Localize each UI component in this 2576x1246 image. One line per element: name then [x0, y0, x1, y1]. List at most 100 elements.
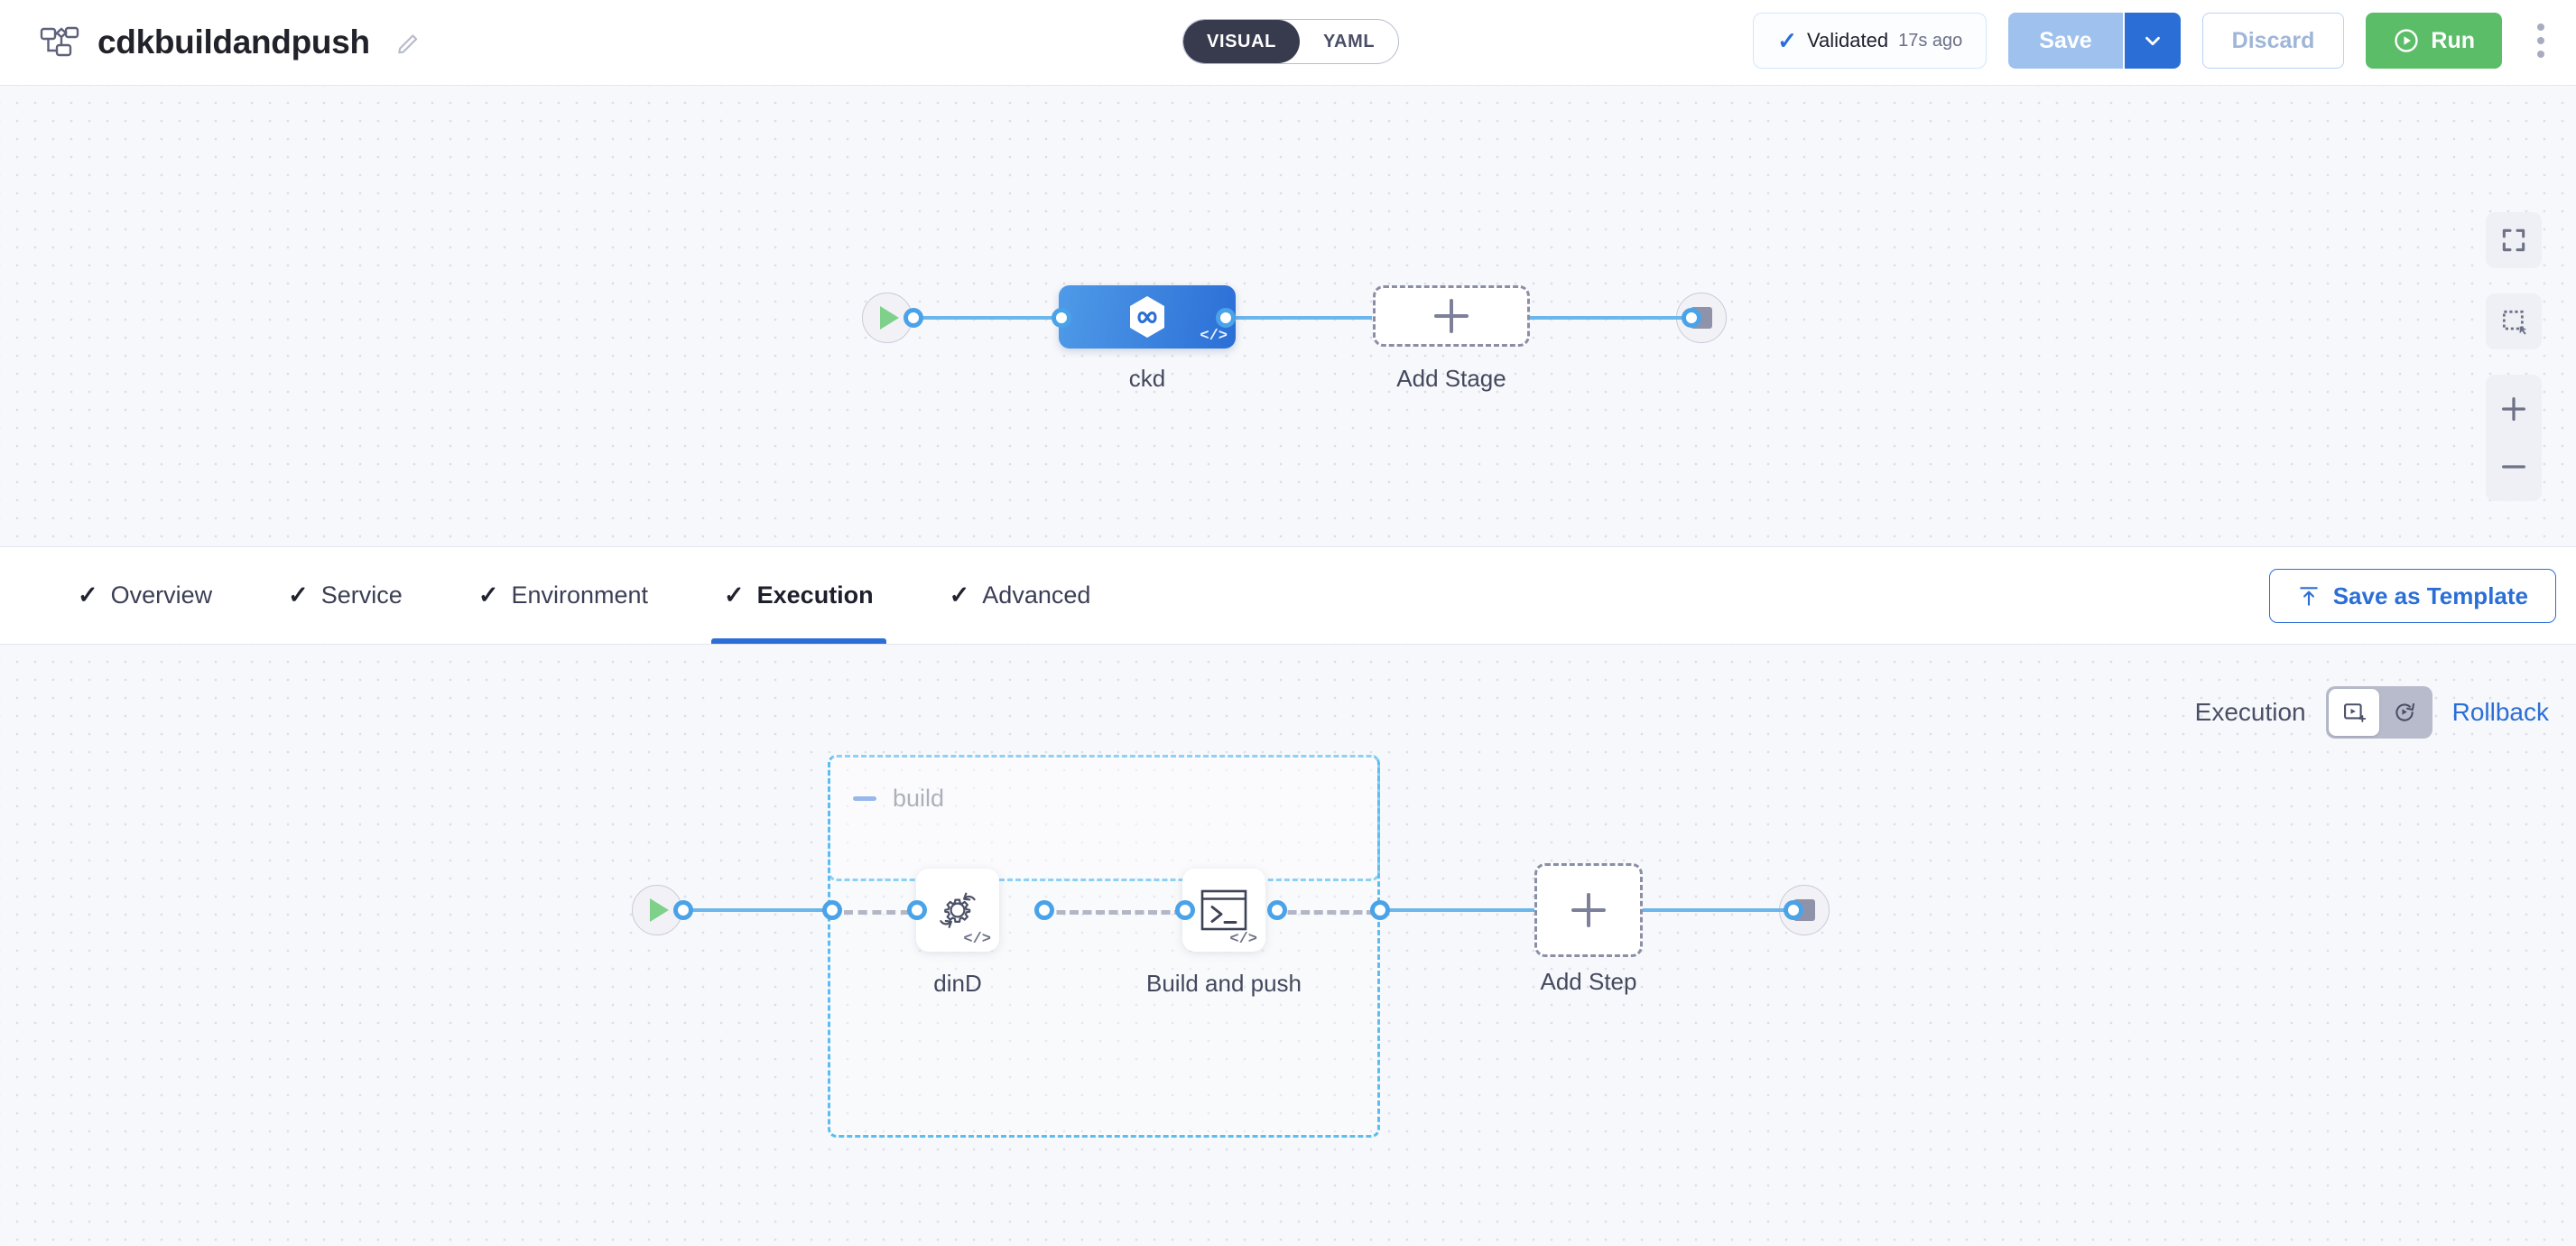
validated-time: 17s ago [1898, 30, 1963, 51]
code-badge: </> [963, 931, 991, 948]
step-caption-dind: dinD [933, 970, 982, 997]
check-icon: ✓ [78, 581, 98, 609]
connector-dot[interactable] [1034, 900, 1054, 920]
tab-label: Overview [110, 581, 213, 609]
save-button-group[interactable]: Save [2008, 13, 2181, 69]
fit-to-screen-icon[interactable] [2486, 212, 2542, 268]
stage-caption-ckd: ckd [1128, 365, 1166, 392]
group-label: build [893, 785, 945, 812]
run-button[interactable]: Run [2366, 13, 2502, 69]
tab-label: Execution [756, 581, 874, 609]
tab-overview[interactable]: ✓ Overview [40, 547, 250, 644]
execution-label: Execution [2194, 698, 2306, 726]
discard-button[interactable]: Discard [2201, 13, 2345, 69]
tab-visual[interactable]: VISUAL [1183, 20, 1300, 63]
edge-start-to-ckd [912, 316, 1083, 320]
rollback-label[interactable]: Rollback [2451, 698, 2549, 726]
play-circle-icon [2393, 27, 2420, 54]
play-icon [880, 306, 899, 330]
hexagon-infinity-icon [1122, 292, 1172, 342]
run-label: Run [2431, 27, 2475, 53]
edge-addstep-to-end [1641, 908, 1794, 912]
strategy-toggle[interactable] [2325, 686, 2432, 739]
edge-start-to-group [677, 908, 839, 912]
upload-template-icon [2297, 584, 2321, 608]
stage-node-ckd[interactable]: </> [1059, 285, 1236, 349]
gear-refresh-icon [931, 884, 984, 936]
app-header: cdkbuildandpush VISUAL YAML ✓ Validated … [0, 0, 2576, 86]
status-badge: ✓ Validated 17s ago [1753, 13, 1988, 69]
check-icon: ✓ [724, 581, 745, 609]
pipeline-canvas[interactable]: </> ckd Add Stage [0, 86, 2576, 546]
execution-canvas[interactable]: build [0, 645, 2576, 1246]
stage-config-tabbar: ✓ Overview ✓ Service ✓ Environment ✓ Exe… [0, 546, 2576, 645]
check-icon: ✓ [1777, 27, 1797, 54]
pencil-icon[interactable] [395, 29, 422, 56]
edge-group-entry [844, 910, 952, 915]
canvas-controls [2486, 212, 2542, 501]
tab-label: Advanced [982, 581, 1091, 609]
connector-dot[interactable] [1175, 900, 1195, 920]
play-icon [650, 898, 669, 922]
code-badge: </> [1229, 931, 1257, 948]
pipeline-flow-icon [40, 25, 79, 60]
step-group-build-body [828, 755, 1380, 1138]
execution-rollback-switch: Execution Rollback [2195, 686, 2549, 739]
tab-label: Environment [511, 581, 649, 609]
step-node-dind[interactable]: </> [916, 869, 999, 952]
add-step-caption: Add Step [1540, 968, 1637, 995]
view-mode-toggle[interactable]: VISUAL YAML [1182, 19, 1400, 64]
zoom-controls [2486, 375, 2542, 501]
selection-box-icon[interactable] [2486, 293, 2542, 349]
connector-dot[interactable] [1682, 308, 1701, 328]
terminal-icon [1199, 887, 1249, 934]
zoom-out-icon[interactable] [2486, 445, 2542, 488]
tab-list: ✓ Overview ✓ Service ✓ Environment ✓ Exe… [0, 547, 1128, 644]
connector-dot[interactable] [907, 900, 927, 920]
tab-advanced[interactable]: ✓ Advanced [912, 547, 1129, 644]
kebab-menu-icon[interactable] [2524, 13, 2558, 69]
connector-dot[interactable] [673, 900, 693, 920]
tab-label: Service [320, 581, 403, 609]
validated-label: Validated [1807, 29, 1889, 51]
chevron-down-icon [2145, 36, 2160, 46]
execution-strategy-icon[interactable] [2328, 689, 2379, 736]
connector-dot[interactable] [1784, 900, 1803, 920]
edge-group-to-addstep [1379, 908, 1534, 912]
save-button[interactable]: Save [2008, 13, 2123, 69]
connector-dot[interactable] [903, 308, 923, 328]
tab-environment[interactable]: ✓ Environment [440, 547, 686, 644]
edge-dind-to-buildpush [1043, 910, 1183, 915]
connector-dot[interactable] [1370, 900, 1390, 920]
add-stage-button[interactable] [1373, 285, 1530, 347]
rollback-strategy-icon[interactable] [2379, 689, 2430, 736]
zoom-in-icon[interactable] [2486, 387, 2542, 431]
save-as-template-button[interactable]: Save as Template [2268, 569, 2556, 623]
add-step-button[interactable] [1534, 863, 1643, 957]
connector-dot[interactable] [1267, 900, 1287, 920]
check-icon: ✓ [949, 581, 970, 609]
save-dropdown-button[interactable] [2122, 13, 2181, 69]
edge-buildpush-to-groupexit [1274, 910, 1376, 915]
edge-ckd-to-addstage [1219, 316, 1372, 320]
check-icon: ✓ [288, 581, 309, 609]
step-caption-build-and-push: Build and push [1145, 970, 1302, 997]
connector-dot[interactable] [1216, 308, 1236, 328]
header-actions: ✓ Validated 17s ago Save Discard [1753, 13, 2558, 69]
connector-dot[interactable] [822, 900, 842, 920]
connector-dot[interactable] [1052, 308, 1071, 328]
step-node-build-and-push[interactable]: </> [1182, 869, 1265, 952]
start-node[interactable] [632, 885, 682, 935]
tab-yaml[interactable]: YAML [1300, 20, 1398, 63]
step-group-build[interactable] [828, 755, 1380, 881]
save-as-template-label: Save as Template [2332, 581, 2528, 609]
group-header[interactable]: build [853, 785, 944, 813]
edge-addstage-to-end [1530, 316, 1692, 320]
minus-icon[interactable] [853, 796, 876, 801]
tab-execution[interactable]: ✓ Execution [686, 547, 912, 644]
tab-service[interactable]: ✓ Service [250, 547, 440, 644]
check-icon: ✓ [477, 581, 499, 609]
add-stage-caption: Add Stage [1396, 365, 1506, 392]
code-badge: </> [1200, 328, 1228, 345]
